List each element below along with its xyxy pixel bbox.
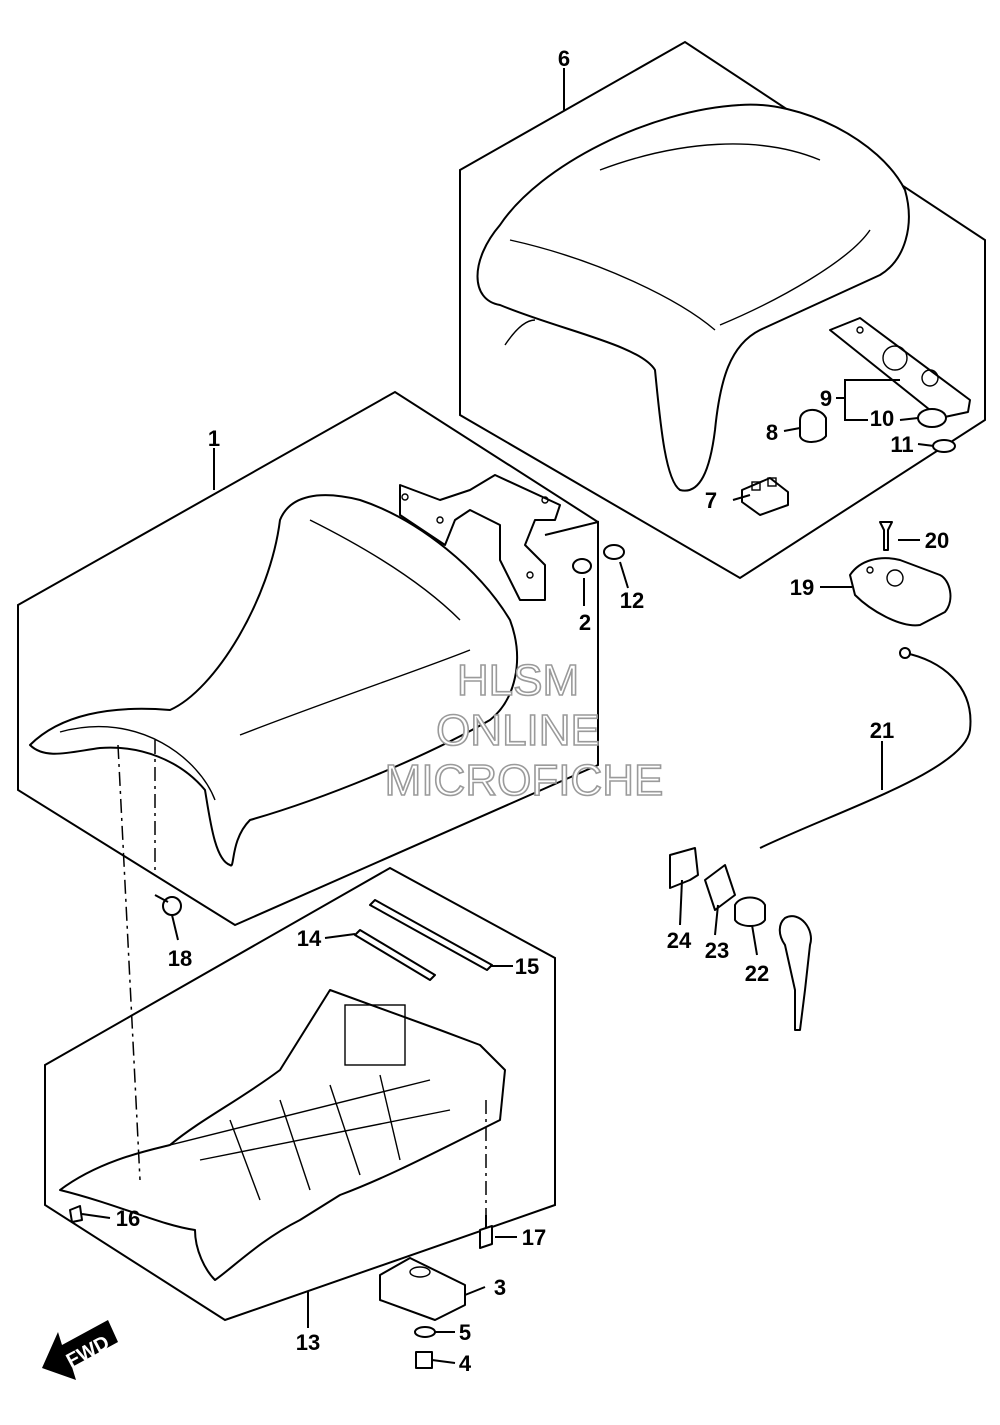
callout-24: 24	[667, 928, 692, 953]
tray-frame	[44, 866, 556, 1322]
watermark-line-3: MICROFICHE	[385, 756, 664, 805]
seat-lock-hinge-plate	[829, 317, 971, 419]
key-22	[778, 915, 812, 1031]
front-seat-bracket	[399, 474, 561, 601]
callout-4: 4	[459, 1351, 472, 1376]
watermark-line-1: HLSM	[457, 656, 579, 705]
callout-7: 7	[705, 488, 717, 513]
callout-6: 6	[558, 46, 570, 71]
lock-plate-23	[704, 864, 736, 911]
seat-strip-14	[354, 929, 436, 981]
callout-10: 10	[870, 406, 894, 431]
grommet-part	[917, 408, 947, 428]
callout-22: 22	[745, 961, 769, 986]
key-lock-22	[734, 896, 766, 927]
watermark: HLSM ONLINE MICROFICHE	[384, 655, 664, 806]
callout-19: 19	[790, 575, 814, 600]
callout-11: 11	[890, 432, 913, 457]
callout-2: 2	[579, 610, 591, 635]
callout-16: 16	[116, 1206, 140, 1231]
seat-lock-19	[849, 557, 952, 627]
lock-bracket-24	[669, 847, 699, 889]
callout-18: 18	[168, 946, 192, 971]
screw-part-4	[415, 1351, 433, 1369]
seat-cushion-rubber	[799, 409, 827, 443]
callout-1: 1	[208, 426, 220, 451]
seat-strip-15	[369, 899, 493, 971]
callout-23: 23	[705, 938, 729, 963]
callout-8: 8	[766, 420, 778, 445]
callout-13: 13	[296, 1330, 320, 1355]
nut-part	[932, 439, 956, 453]
bolt-part-17	[479, 1225, 493, 1249]
leader-lines	[81, 68, 935, 1364]
callout-9: 9	[820, 386, 832, 411]
screw-part-20	[879, 521, 893, 551]
watermark-line-2: ONLINE	[436, 706, 600, 755]
callout-14: 14	[297, 926, 322, 951]
rear-seat-cushion	[476, 103, 910, 492]
seat-damper	[741, 477, 789, 516]
seat-tray-group	[44, 866, 556, 1322]
callout-17: 17	[522, 1225, 546, 1250]
washer-part-5	[414, 1326, 436, 1338]
front-seat-frame	[17, 390, 599, 927]
callout-12: 12	[620, 588, 644, 613]
callout-21: 21	[870, 718, 894, 743]
rear-seat-frame	[459, 40, 986, 580]
seat-lock-cable	[759, 652, 972, 849]
callout-20: 20	[925, 528, 949, 553]
lock-group	[379, 521, 972, 1369]
callout-15: 15	[515, 954, 539, 979]
front-seat-cushion	[29, 494, 518, 867]
nut-part-12	[603, 544, 625, 560]
callout-3: 3	[494, 1275, 506, 1300]
callout-5: 5	[459, 1320, 471, 1345]
nut-part-front	[572, 558, 592, 574]
rear-seat-group	[459, 40, 986, 580]
fwd-direction-arrow: FWD	[42, 1320, 118, 1380]
seat-lock-switch	[379, 1257, 466, 1321]
seat-tray	[59, 989, 506, 1281]
callout-labels: 6 1 2 12 7 8 9 10 11 20 19 21 24 23 22 1…	[116, 46, 949, 1376]
clip-part-16	[69, 1205, 83, 1223]
front-seat-group	[17, 390, 625, 927]
